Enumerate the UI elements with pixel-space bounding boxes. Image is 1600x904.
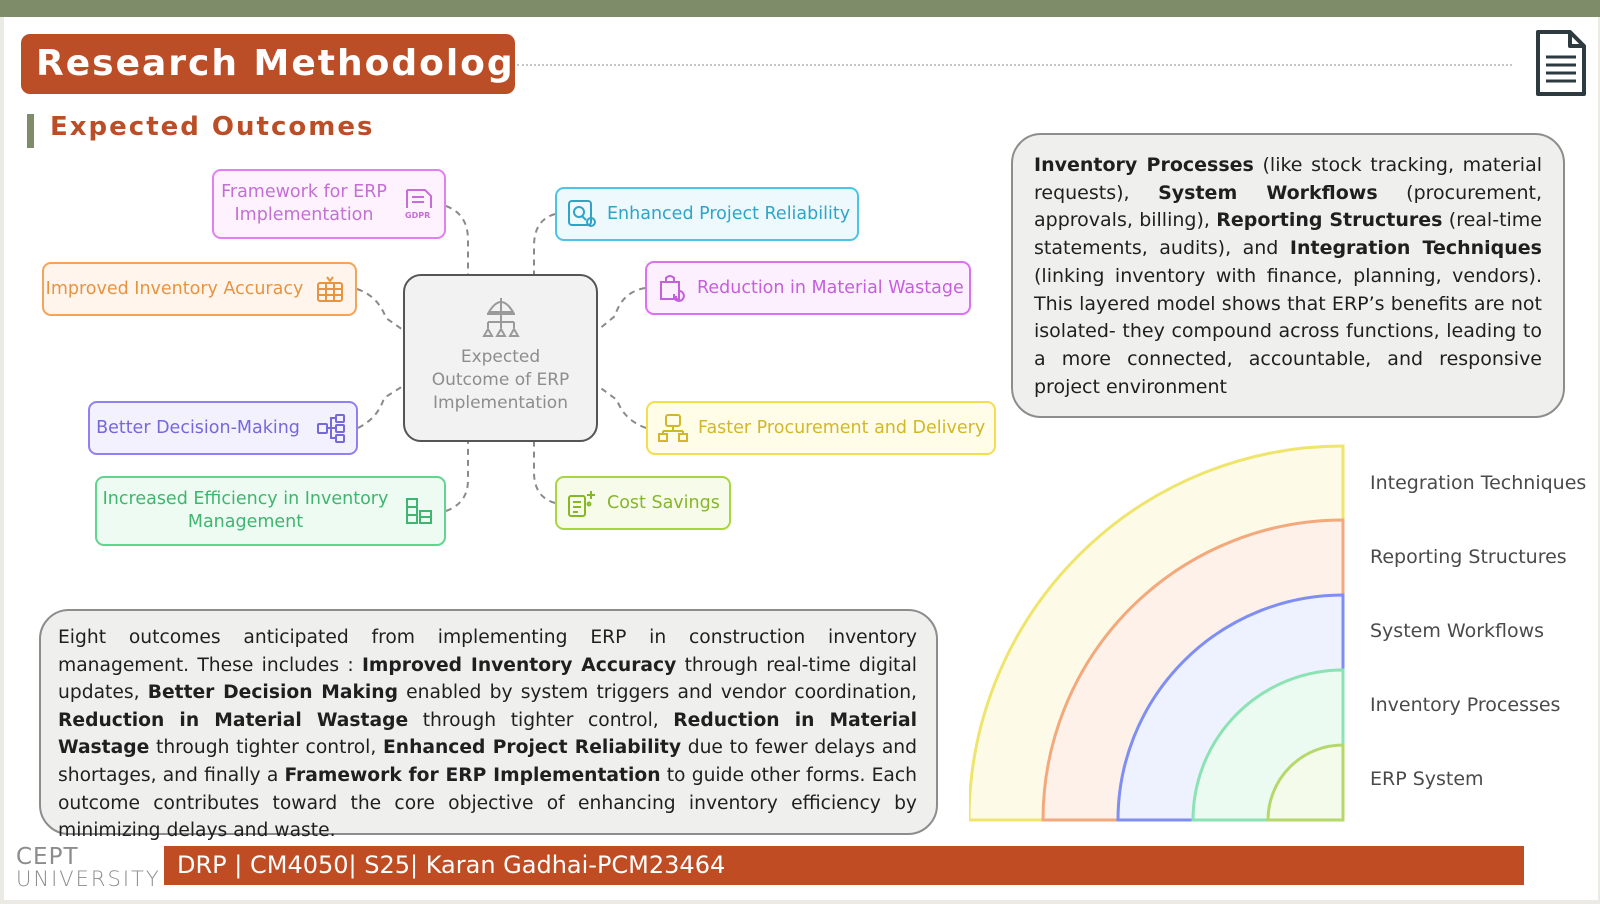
layered-arc-diagram <box>969 444 1345 822</box>
svg-text:GDPR: GDPR <box>405 211 430 220</box>
desc-text-4: (linking inventory with finance, plannin… <box>1034 264 1542 398</box>
outcome-text-5: due to fewer delays and shortages, and f… <box>58 737 917 786</box>
layer-label-erp-system: ERP System <box>1370 768 1484 790</box>
node-framework-for-erp: Framework for ERP Implementation GDPR <box>212 169 446 239</box>
warehouse-shelves-icon <box>406 498 432 524</box>
cost-savings-icon <box>568 491 595 517</box>
node-enhanced-project-reliability: Enhanced Project Reliability <box>555 187 859 241</box>
node-cost-savings-label: Cost Savings <box>607 492 720 513</box>
term-inventory-processes: Inventory Processes <box>1034 154 1254 176</box>
outcome-text-2: enabled by system triggers and vendor co… <box>397 682 917 704</box>
layered-model-description: Inventory Processes (like stock tracking… <box>1011 133 1565 418</box>
outcome-term-6: Framework for ERP Implementation <box>284 764 661 786</box>
procurement-network-icon <box>658 414 688 442</box>
center-line-2: Outcome of ERP <box>431 370 570 390</box>
gdpr-document-icon: GDPR <box>405 189 432 220</box>
node-efficiency-line2: Management <box>187 512 304 532</box>
desc-text-2: (procurement, approvals, billing), <box>1034 181 1542 232</box>
node-framework-line2: Implementation <box>234 205 374 225</box>
outcome-text-4: through tighter control, <box>149 737 383 759</box>
node-better-decision-making: Better Decision-Making <box>88 401 358 455</box>
slide-title: Research Methodology <box>21 34 538 94</box>
term-integration-techniques: Integration Techniques <box>1289 237 1542 260</box>
term-system-workflows: System Workflows <box>1158 181 1378 204</box>
layer-label-integration: Integration Techniques <box>1370 472 1587 494</box>
footer-bar: DRP | CM4050| S25| Karan Gadhai-PCM23464 <box>164 846 1524 885</box>
outcome-term-1: Improved Inventory Accuracy <box>361 654 677 676</box>
top-accent-bar <box>0 0 1600 17</box>
node-reduction-in-material-wastage: Reduction in Material Wastage <box>645 261 971 315</box>
outcome-term-4: Reduction in Material Wastage <box>58 709 918 759</box>
outcomes-description: Eight outcomes anticipated from implemen… <box>39 609 938 841</box>
layer-erp-arc <box>1266 743 1345 822</box>
logo-line-2: UNIVERSITY <box>16 867 161 891</box>
node-material-wastage-label: Reduction in Material Wastage <box>697 277 964 298</box>
subtitle-accent-bar <box>27 114 34 148</box>
outcome-text-6: to guide other forms. Each outcome contr… <box>58 764 918 842</box>
desc-text-1: (like stock tracking, material requests)… <box>1034 154 1542 204</box>
node-improved-inventory-accuracy: Improved Inventory Accuracy <box>42 262 357 316</box>
node-reliability-label: Enhanced Project Reliability <box>607 203 851 224</box>
node-inventory-accuracy-label: Improved Inventory Accuracy <box>45 278 304 299</box>
node-faster-procurement: Faster Procurement and Delivery <box>646 401 996 455</box>
outcome-term-2: Better Decision Making <box>147 682 398 704</box>
node-decision-making-label: Better Decision-Making <box>96 417 300 438</box>
center-line-1: Expected <box>460 347 541 367</box>
outcome-text-1: through real-time digital updates, <box>58 654 917 704</box>
cept-university-logo: CEPT UNIVERSITY <box>16 844 161 891</box>
term-reporting-structures: Reporting Structures <box>1216 209 1443 232</box>
title-divider <box>517 64 1512 66</box>
mindmap-center-node: Expected Outcome of ERP Implementation <box>403 274 598 442</box>
inventory-box-icon <box>317 276 343 302</box>
decision-tree-icon <box>317 414 345 443</box>
logo-line-1: CEPT <box>16 844 79 870</box>
center-line-3: Implementation <box>433 393 568 413</box>
layer-label-workflows: System Workflows <box>1370 620 1545 642</box>
node-framework-line1: Framework for ERP <box>221 182 387 202</box>
reliability-search-icon <box>568 200 596 227</box>
outcome-term-3: Reduction in Material Wastage <box>58 709 409 731</box>
outcome-term-5: Enhanced Project Reliability <box>383 737 681 759</box>
node-cost-savings: Cost Savings <box>555 476 731 530</box>
outcome-text-3: through tighter control, <box>408 709 674 731</box>
node-procurement-label: Faster Procurement and Delivery <box>698 417 986 438</box>
outcome-text-0: Eight outcomes anticipated from implemen… <box>58 627 917 676</box>
section-subtitle: Expected Outcomes <box>50 112 375 142</box>
layer-label-reporting: Reporting Structures <box>1370 546 1567 568</box>
layer-label-inventory: Inventory Processes <box>1370 694 1561 716</box>
hierarchy-icon <box>481 298 520 337</box>
recycle-bag-icon <box>660 275 685 302</box>
node-efficiency-line1: Increased Efficiency in Inventory <box>102 489 389 509</box>
desc-text-3: (real-time statements, audits), and <box>1034 209 1542 260</box>
document-icon <box>1536 30 1586 96</box>
